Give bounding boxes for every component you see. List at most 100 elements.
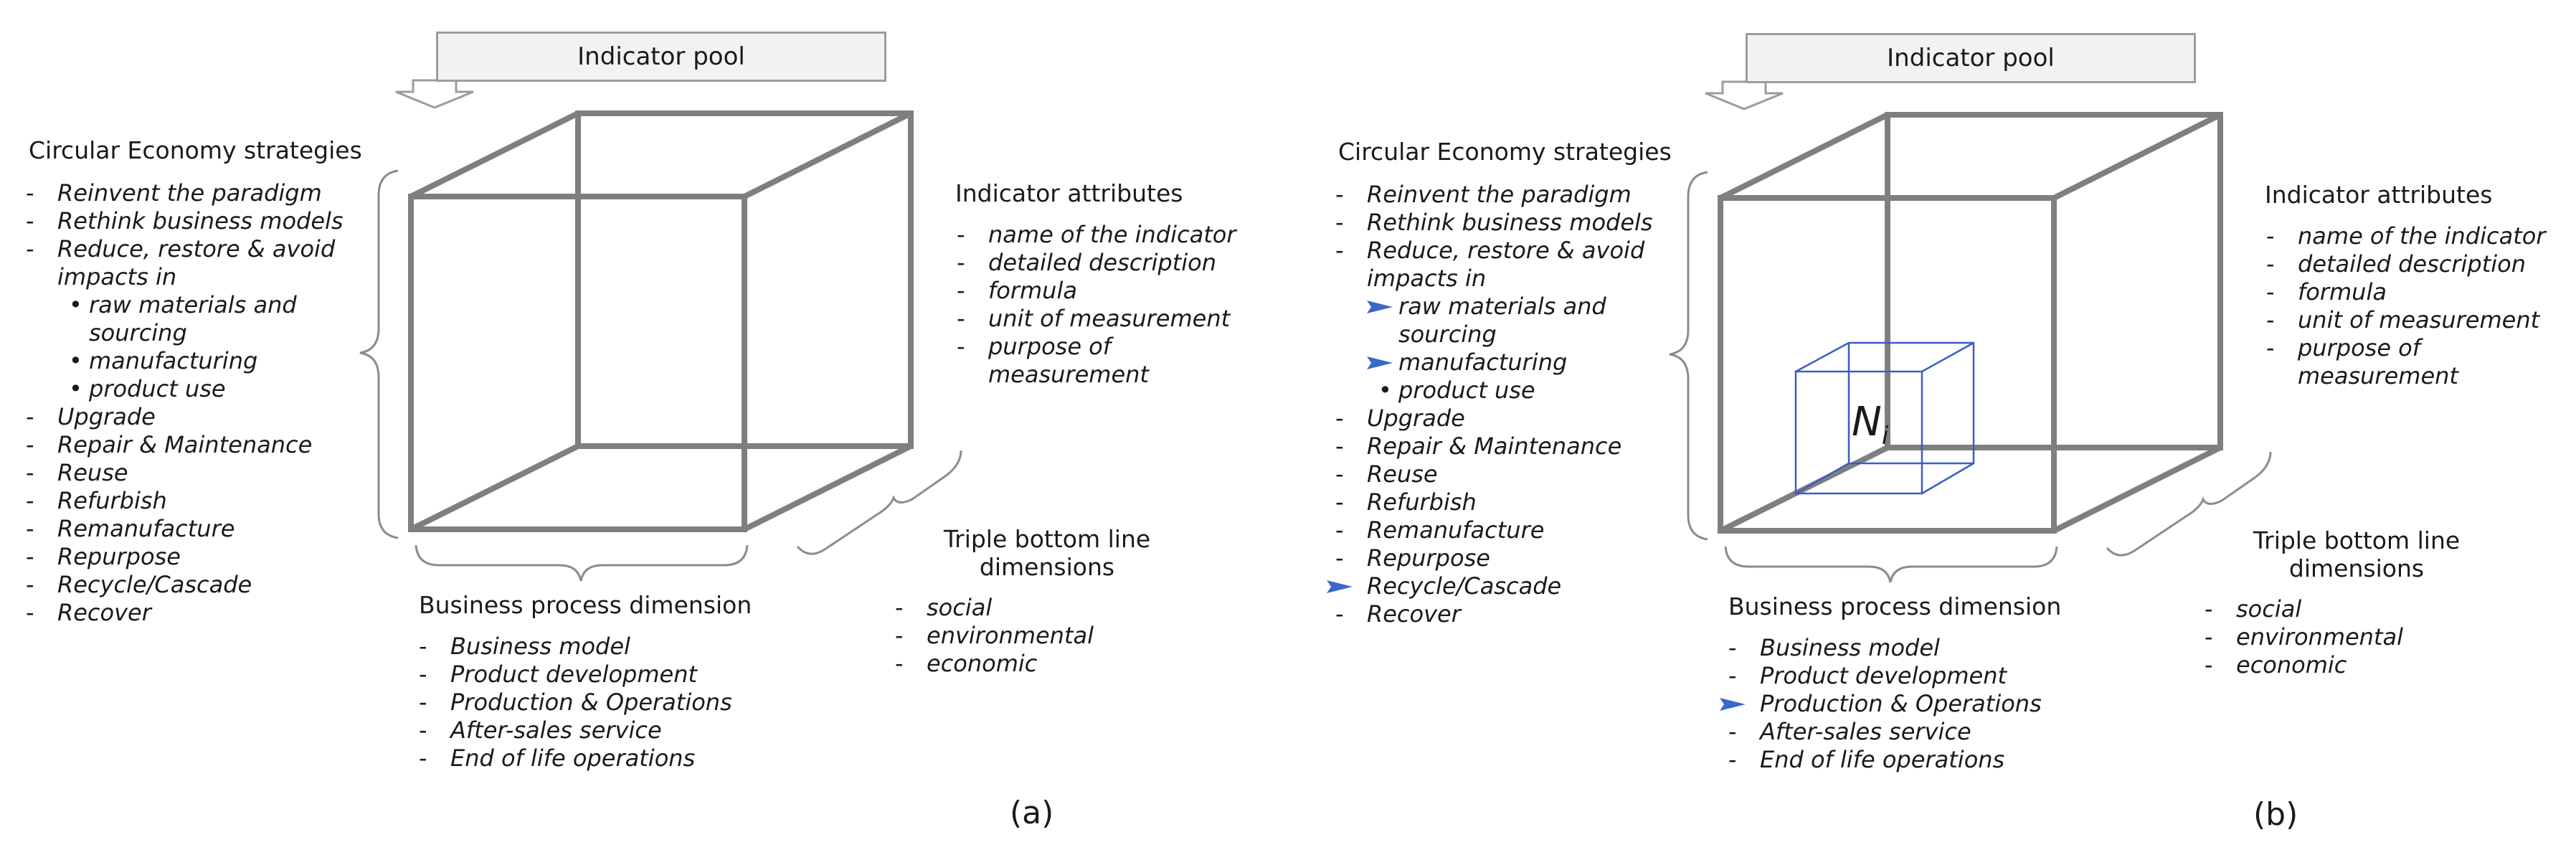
list-subitem: • raw materials and <box>26 291 344 319</box>
list-subitem-label: manufacturing <box>89 347 258 374</box>
list-subitem: •manufacturing <box>26 347 344 375</box>
list-item: Repurpose <box>1335 544 1653 572</box>
list-item: formula <box>2266 278 2545 306</box>
list-item: Business model <box>1728 634 2042 662</box>
tbl-brace <box>2106 451 2272 557</box>
list-item-continued: impacts in <box>1367 265 1487 292</box>
list-item: social <box>895 594 1094 622</box>
list-item: Repair & Maintenance <box>1335 432 1653 460</box>
list-item-label: Recycle/Cascade <box>1367 572 1562 600</box>
list-item: Remanufacture <box>26 515 344 543</box>
list-item: Product development <box>419 661 732 689</box>
tbl-heading: Triple bottom line dimensions <box>896 525 1198 581</box>
list-subitem-label: product use <box>89 375 226 402</box>
list-item-label: Production & Operations <box>1760 690 2042 717</box>
bp-brace <box>415 544 749 582</box>
indicator-cube <box>408 110 914 532</box>
list-item: Remanufacture <box>1335 516 1653 544</box>
list-item: detailed description <box>957 249 1236 277</box>
list-item: Recover <box>1335 600 1653 628</box>
list-subitem-label: raw materials and <box>1398 293 1606 320</box>
ce-heading: Circular Economy strategies <box>1338 138 1672 166</box>
list-subitem-continued: sourcing <box>89 319 187 346</box>
list-item: environmental <box>2205 623 2403 651</box>
ni-cube <box>1794 341 1975 495</box>
ni-subscript: i <box>1881 422 1889 451</box>
caption-a: (a) <box>1010 795 1054 831</box>
list-item: Reuse <box>26 459 344 487</box>
ce-list: Reinvent the paradigm Rethink business m… <box>26 179 344 627</box>
arrow-bullet-icon <box>1367 356 1393 369</box>
tbl-heading-line1: Triple bottom line <box>2253 526 2461 554</box>
list-item: Reinvent the paradigm <box>1335 181 1653 209</box>
list-item: Refurbish <box>26 487 344 515</box>
list-item: economic <box>2205 651 2403 679</box>
list-subitem: •product use <box>26 375 344 403</box>
list-item-continued: impacts in <box>57 263 177 290</box>
list-item-selected: Recycle/Cascade <box>1327 572 1653 600</box>
attr-list: name of the indicator detailed descripti… <box>957 221 1236 389</box>
list-item: Recycle/Cascade <box>26 571 344 599</box>
bullet-icon: • <box>69 291 82 318</box>
list-item: Repair & Maintenance <box>26 431 344 459</box>
list-item: Rethink business models <box>1335 209 1653 237</box>
tbl-heading-line2: dimensions <box>2288 554 2425 582</box>
list-item: End of life operations <box>419 745 732 772</box>
list-item-continued: measurement <box>2298 362 2458 389</box>
list-item: social <box>2205 595 2403 623</box>
tbl-heading: Triple bottom line dimensions <box>2206 526 2507 582</box>
panel-a: Indicator pool Circular Economy strategi… <box>0 0 1288 865</box>
tbl-brace <box>796 450 962 555</box>
list-item: purpose of <box>957 333 1236 361</box>
list-item: unit of measurement <box>957 305 1236 333</box>
pool-down-arrow-icon <box>395 79 474 109</box>
bp-brace <box>1724 546 2058 583</box>
ce-brace <box>1669 171 1708 541</box>
ce-heading: Circular Economy strategies <box>29 136 362 164</box>
list-item: Upgrade <box>26 403 344 431</box>
list-subitem-selected: raw materials and <box>1335 293 1653 321</box>
list-item: Rethink business models <box>26 207 344 235</box>
indicator-pool-box: Indicator pool <box>436 32 886 82</box>
attr-heading: Indicator attributes <box>955 179 1183 207</box>
tbl-list: social environmental economic <box>895 594 1094 678</box>
list-item: Upgrade <box>1335 405 1653 432</box>
attr-list: name of the indicator detailed descripti… <box>2266 222 2545 390</box>
tbl-list: social environmental economic <box>2205 595 2403 679</box>
bullet-icon: • <box>1378 377 1392 404</box>
list-item: Reinvent the paradigm <box>26 179 344 207</box>
list-item: Recover <box>26 599 344 627</box>
list-item-continued: measurement <box>988 361 1149 388</box>
panel-b-artwork <box>1669 80 2272 583</box>
list-item: Product development <box>1728 662 2042 690</box>
list-item: End of life operations <box>1728 746 2042 774</box>
list-item: environmental <box>895 622 1094 650</box>
list-subitem-label: manufacturing <box>1398 349 1568 376</box>
indicator-cube <box>1718 112 2223 534</box>
bp-list: Business model Product development Produ… <box>419 633 732 772</box>
list-item: detailed description <box>2266 250 2545 278</box>
list-subitem-continued: sourcing <box>1398 321 1497 348</box>
list-item: After-sales service <box>419 717 732 745</box>
list-item: economic <box>895 650 1094 678</box>
list-item: unit of measurement <box>2266 306 2545 334</box>
attr-heading: Indicator attributes <box>2265 181 2493 209</box>
bp-heading: Business process dimension <box>1728 592 2062 620</box>
ni-label: Ni <box>1852 399 1888 450</box>
arrow-bullet-icon <box>1720 698 1746 711</box>
list-subitem-label: raw materials and <box>89 291 297 318</box>
tbl-heading-line2: dimensions <box>979 553 1115 581</box>
ni-base: N <box>1852 399 1882 445</box>
arrow-bullet-icon <box>1367 301 1393 313</box>
list-item: Refurbish <box>1335 488 1653 516</box>
list-item: formula <box>957 277 1236 305</box>
list-item: purpose of <box>2266 334 2545 362</box>
bp-list: Business model Product development Produ… <box>1720 634 2042 774</box>
caption-b: (b) <box>2253 796 2298 833</box>
pool-down-arrow-icon <box>1705 80 1784 110</box>
list-item: After-sales service <box>1728 718 2042 746</box>
list-item: Repurpose <box>26 543 344 571</box>
bp-heading: Business process dimension <box>419 591 752 619</box>
list-subitem-label: product use <box>1398 377 1535 404</box>
list-subitem-selected: manufacturing <box>1335 349 1653 377</box>
